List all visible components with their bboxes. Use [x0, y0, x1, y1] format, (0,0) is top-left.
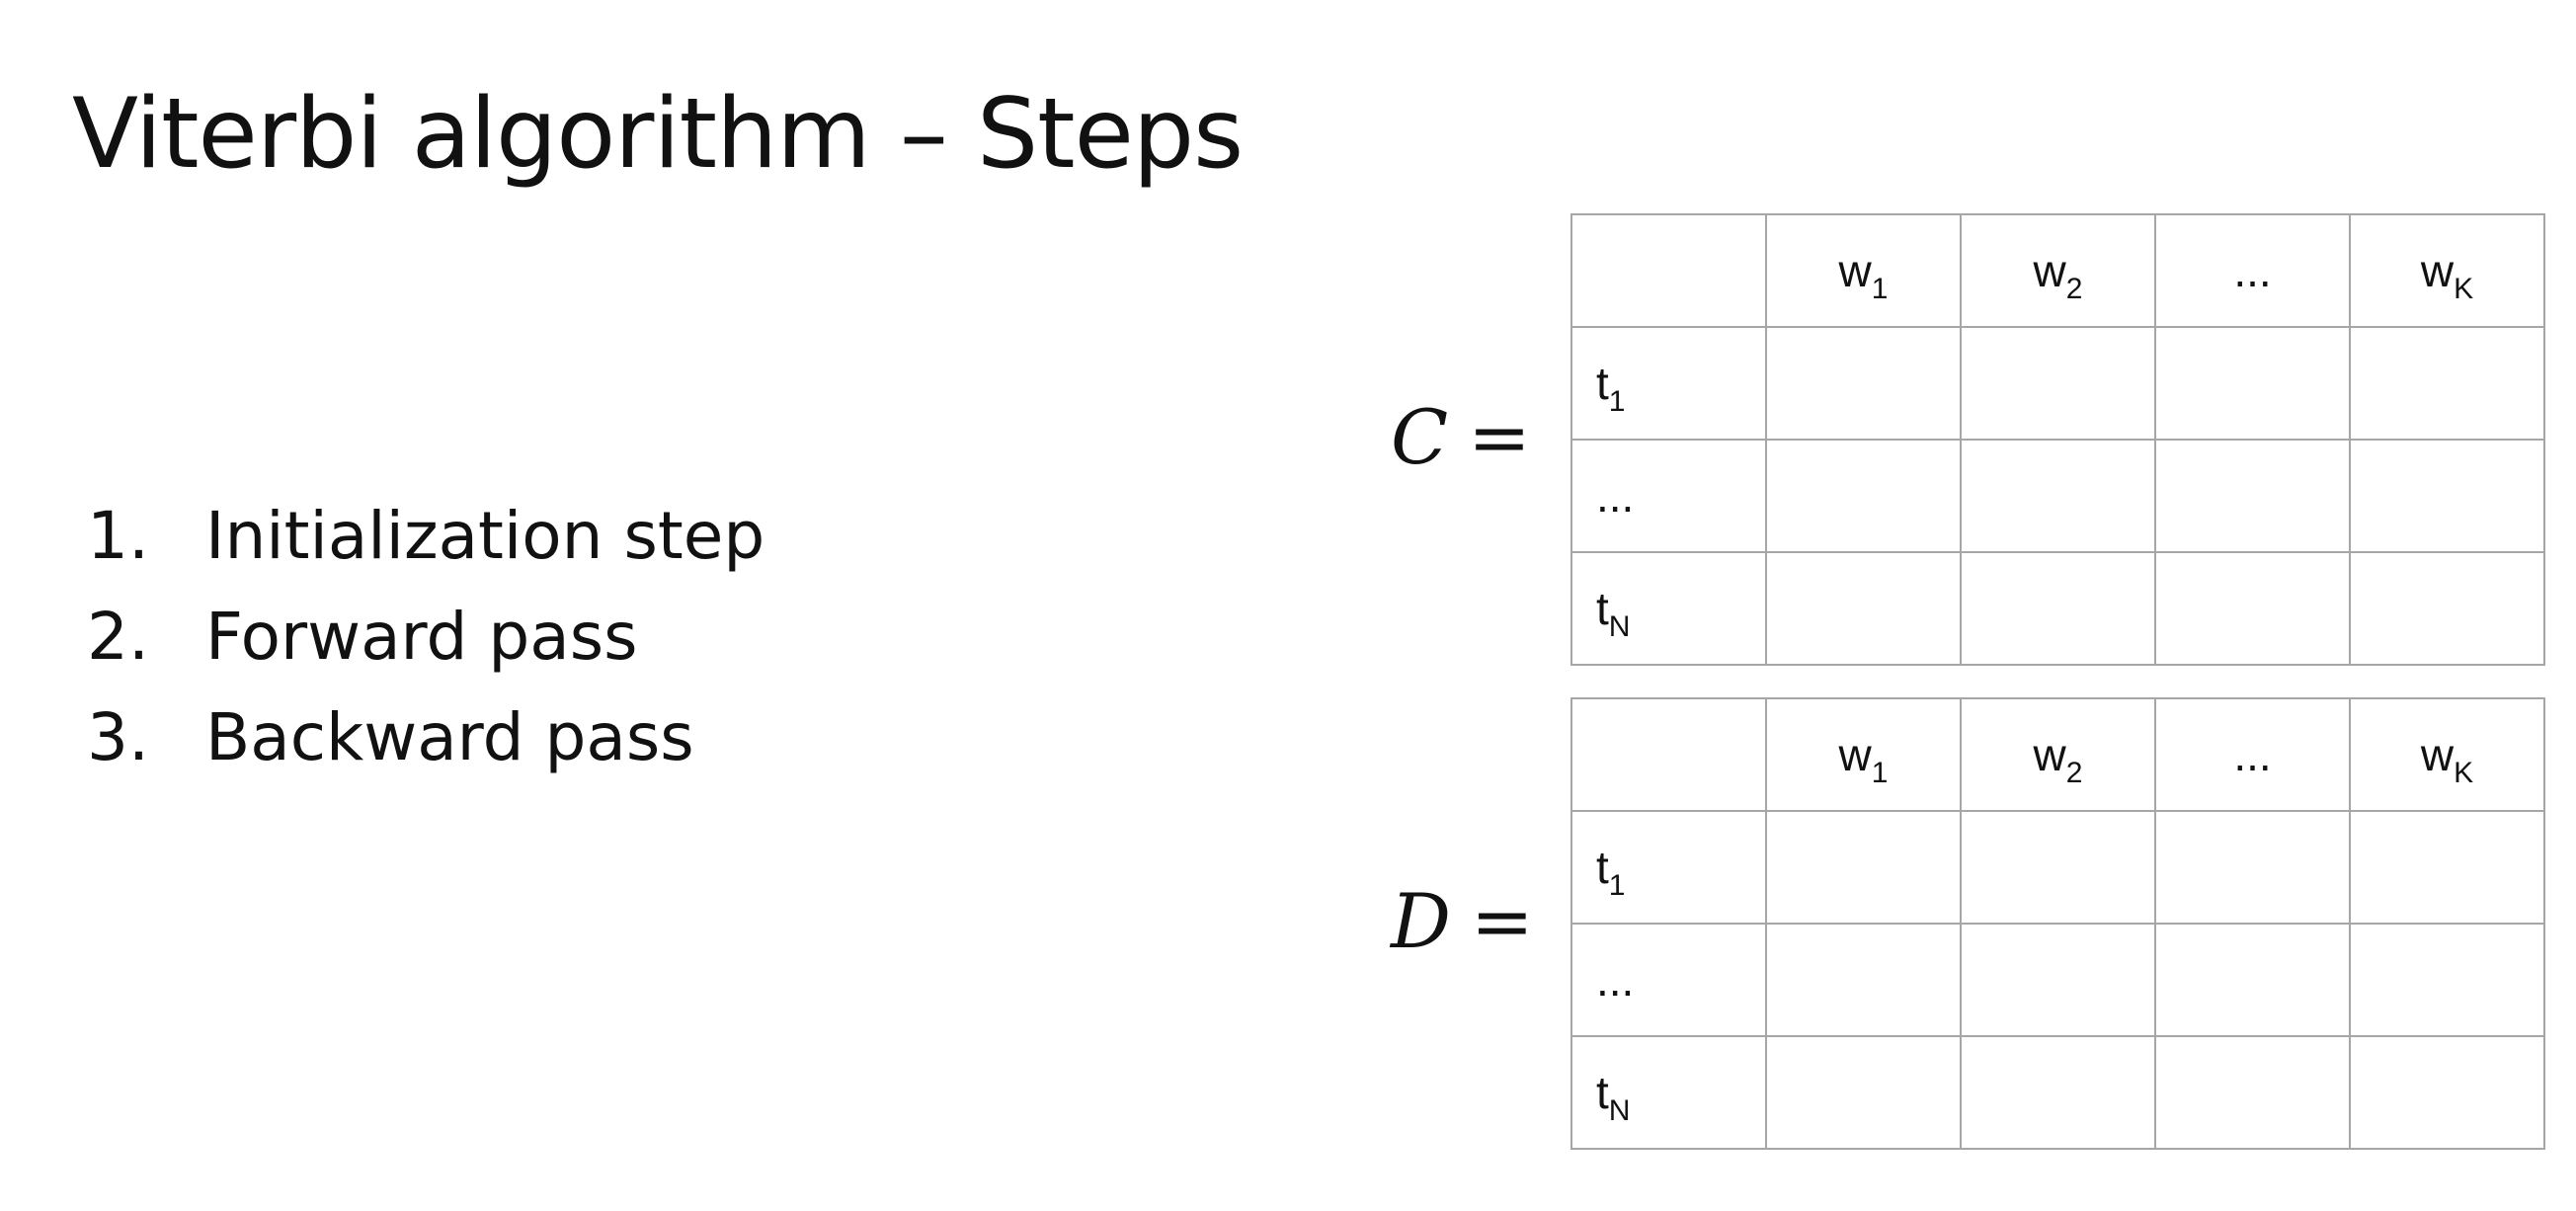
table-cell: [2154, 551, 2351, 666]
row-header: ...: [1570, 923, 1767, 1037]
table-cell: [1960, 923, 2156, 1037]
row-header: ...: [1570, 439, 1767, 553]
matrix-c-symbol: C: [1391, 393, 1449, 481]
table-header-row: w1 w2 ... wK: [1570, 697, 2545, 812]
step-item: 2. Forward pass: [87, 587, 765, 687]
table-cell: [2154, 1035, 2351, 1150]
column-header: wK: [2349, 213, 2545, 328]
equals-sign: =: [1470, 877, 1534, 965]
column-header: w2: [1960, 697, 2156, 812]
table-cell: [1765, 1035, 1962, 1150]
steps-list: 1. Initialization step 2. Forward pass 3. B…: [87, 486, 765, 788]
table-cell: [2349, 810, 2545, 925]
step-label: Backward pass: [205, 699, 694, 775]
matrix-d-symbol: D: [1391, 877, 1451, 965]
corner-cell: [1570, 213, 1767, 328]
table-row: t1: [1570, 810, 2545, 925]
table-cell: [2349, 326, 2545, 441]
table-cell: [1765, 923, 1962, 1037]
step-label: Forward pass: [205, 599, 638, 675]
table-cell: [1765, 810, 1962, 925]
table-header-row: w1 w2 ... wK: [1570, 213, 2545, 328]
slide-title: Viterbi algorithm – Steps: [72, 78, 1244, 191]
table-cell: [2349, 551, 2545, 666]
column-header: ...: [2154, 697, 2351, 812]
table-cell: [1765, 439, 1962, 553]
step-item: 3. Backward pass: [87, 687, 765, 788]
step-label: Initialization step: [205, 498, 765, 574]
column-header: w2: [1960, 213, 2156, 328]
table-cell: [1960, 810, 2156, 925]
row-header: tN: [1570, 551, 1767, 666]
matrix-d-equation: D=: [1391, 877, 1534, 965]
table-row: ...: [1570, 923, 2545, 1037]
column-header: w1: [1765, 213, 1962, 328]
table-row: t1: [1570, 326, 2545, 441]
table-cell: [2154, 439, 2351, 553]
matrix-d-table: w1 w2 ... wK t1 ... tN: [1570, 697, 2545, 1150]
table-cell: [2154, 810, 2351, 925]
step-item: 1. Initialization step: [87, 486, 765, 587]
table-cell: [2154, 326, 2351, 441]
step-number: 2.: [87, 599, 149, 675]
table-cell: [2349, 439, 2545, 553]
table-row: tN: [1570, 1035, 2545, 1150]
table-row: ...: [1570, 439, 2545, 553]
step-number: 1.: [87, 498, 149, 574]
matrix-c-table: w1 w2 ... wK t1 ... tN: [1570, 213, 2545, 666]
equals-sign: =: [1468, 393, 1531, 481]
table-cell: [1960, 326, 2156, 441]
table-cell: [1765, 326, 1962, 441]
table-cell: [1960, 439, 2156, 553]
table-cell: [1960, 1035, 2156, 1150]
table-cell: [2349, 1035, 2545, 1150]
corner-cell: [1570, 697, 1767, 812]
step-number: 3.: [87, 699, 149, 775]
table-cell: [2349, 923, 2545, 1037]
row-header: t1: [1570, 810, 1767, 925]
column-header: wK: [2349, 697, 2545, 812]
table-cell: [1960, 551, 2156, 666]
column-header: w1: [1765, 697, 1962, 812]
row-header: tN: [1570, 1035, 1767, 1150]
row-header: t1: [1570, 326, 1767, 441]
table-cell: [2154, 923, 2351, 1037]
column-header: ...: [2154, 213, 2351, 328]
matrix-c-equation: C=: [1391, 393, 1531, 481]
table-cell: [1765, 551, 1962, 666]
table-row: tN: [1570, 551, 2545, 666]
